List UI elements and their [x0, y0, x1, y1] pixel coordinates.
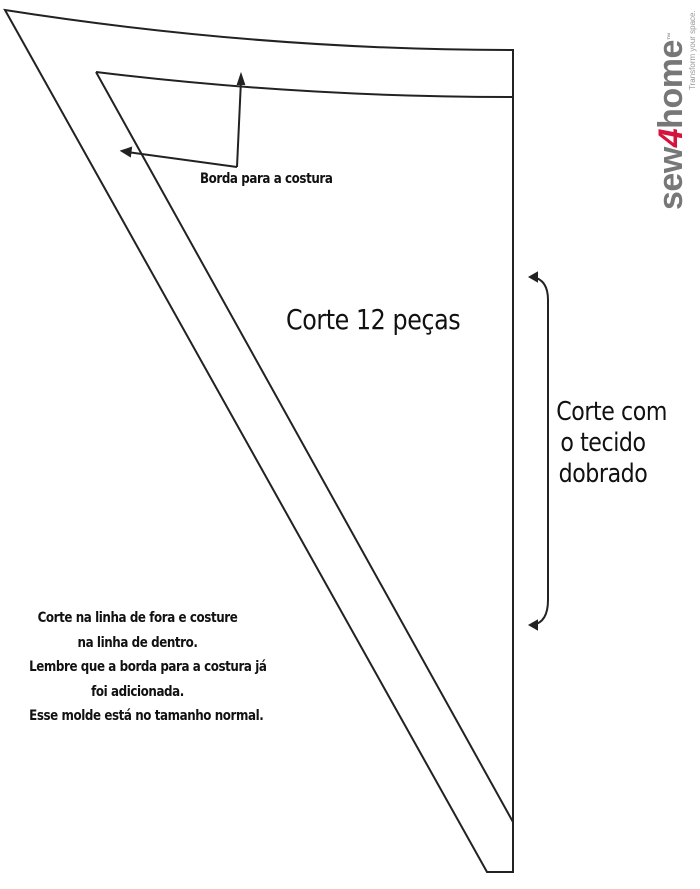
- fold-label-line: Corte com: [556, 397, 667, 427]
- note-line: Esse molde está no tamanho normal.: [29, 708, 264, 724]
- logo-wordmark: sew4home™: [652, 32, 690, 210]
- inner-sew-line: [95, 71, 514, 823]
- note-line: Lembre que a borda para a costura já: [29, 659, 267, 675]
- fold-label-line: dobrado: [558, 459, 648, 489]
- fold-label-line: o tecido: [560, 428, 646, 458]
- outer-cut-line: [3, 8, 514, 873]
- note-line: foi adicionada.: [91, 683, 184, 700]
- note-line: na linha de dentro.: [77, 634, 198, 651]
- logo-tagline: Transform your space.: [688, 10, 697, 90]
- logo-digit: 4: [652, 128, 690, 148]
- logo-text: sew: [652, 147, 690, 210]
- seam-allowance-label: Borda para a costura: [200, 171, 333, 187]
- trademark: ™: [666, 32, 675, 41]
- note-line: Corte na linha de fora e costure: [37, 610, 238, 626]
- logo-text: home: [652, 40, 690, 129]
- instructions-note: Corte na linha de fora e costure na linh…: [10, 606, 267, 729]
- fold-label: Corte com o tecido dobrado: [556, 397, 667, 490]
- cut-pieces-label: Corte 12 peças: [286, 303, 461, 336]
- sew4home-logo: sew4home™ Transform your space.: [652, 5, 697, 210]
- seam-allowance-arrows: [119, 71, 246, 168]
- fold-bracket: [527, 271, 549, 631]
